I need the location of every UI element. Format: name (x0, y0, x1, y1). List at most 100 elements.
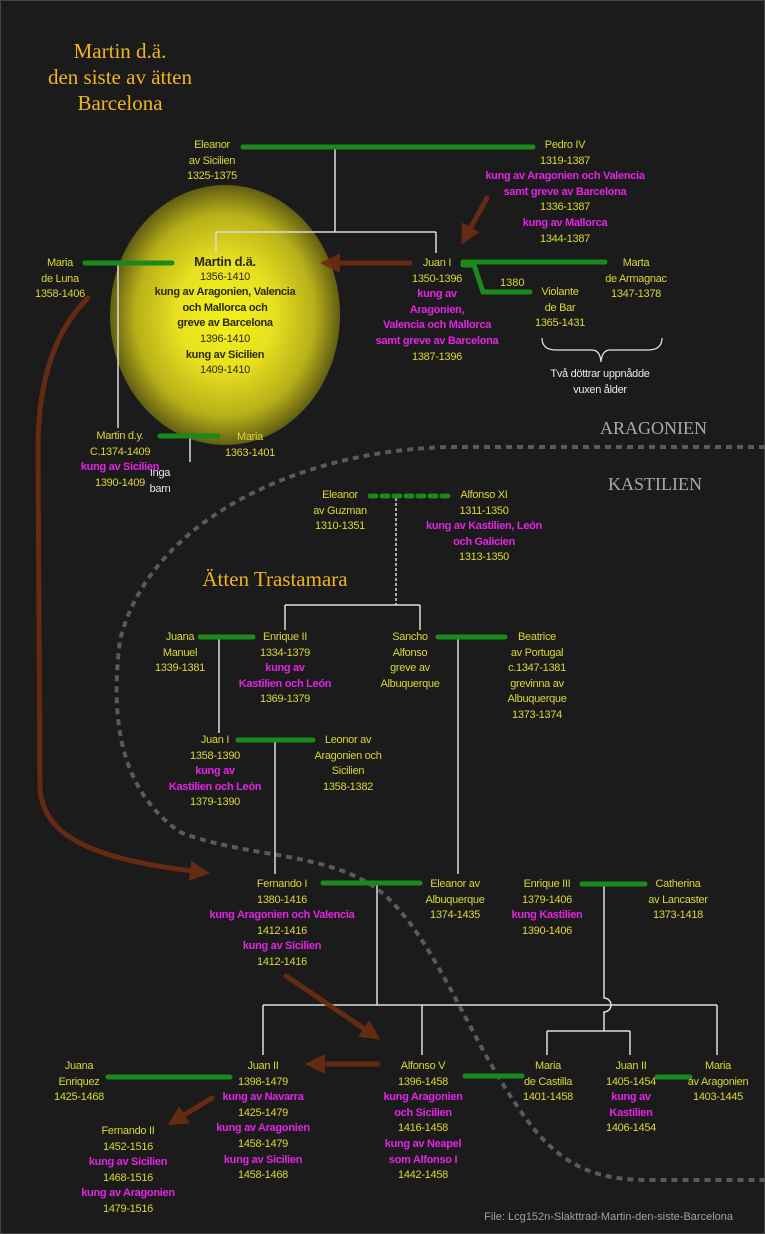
person-detail: 1409-1410 (200, 364, 250, 377)
person-title: kung av (417, 288, 457, 301)
person-name: Pedro IV (544, 139, 586, 151)
person-detail: 1458-1479 (238, 1137, 288, 1150)
person-detail: Manuel (162, 646, 198, 659)
person-detail: 1313-1350 (459, 551, 509, 564)
person-title: och Mallorca och (182, 301, 268, 314)
person-detail: Aragonien och (314, 749, 382, 762)
person-title: samt greve av Barcelona (503, 185, 627, 198)
person-detail: 1403-1445 (693, 1091, 743, 1104)
person-title: Valencia och Mallorca (382, 319, 492, 332)
person-detail: 1442-1458 (398, 1169, 448, 1182)
person-title: Kastilien och León (238, 677, 332, 690)
person-detail: 1334-1379 (260, 646, 310, 659)
person-detail: 1358-1390 (190, 749, 240, 762)
person-detail: 1406-1454 (606, 1122, 656, 1135)
person-marta-armagnac: Marta de Armagnac 1347-1378 (536, 256, 736, 303)
person-title: Aragonien, (409, 303, 465, 316)
person-detail: 1344-1387 (540, 232, 590, 245)
person-detail: 1365-1431 (535, 317, 585, 330)
descent-alfonso-xi-children (284, 604, 421, 630)
person-title: Kastilien (609, 1106, 653, 1119)
person-title: Kastilien och León (168, 780, 262, 793)
person-title: kung Aragonien (383, 1091, 463, 1104)
person-title: kung av Mallorca (522, 216, 608, 229)
person-detail: 1369-1379 (260, 693, 310, 706)
person-name: Martin d.y. (96, 430, 144, 442)
person-detail: 1390-1409 (95, 476, 145, 489)
person-detail: C.1374-1409 (89, 445, 151, 458)
marriage-year-label: 1380 (500, 277, 525, 289)
person-name: Eleanor av (430, 878, 480, 890)
person-detail: 1336-1387 (540, 201, 590, 214)
person-name: Eleanor (194, 139, 230, 151)
person-name: Alfonso V (400, 1060, 446, 1072)
person-detail: de Armagnac (605, 272, 667, 285)
person-title: kung av Navarra (222, 1091, 304, 1104)
person-detail: 1416-1458 (398, 1122, 448, 1135)
person-title: kung av Neapel (384, 1137, 462, 1150)
person-detail: av Aragonien (687, 1075, 749, 1088)
person-detail: 1347-1378 (611, 288, 661, 301)
person-detail: av Guzman (313, 504, 367, 517)
person-detail: 1356-1410 (200, 270, 250, 283)
person-detail: 1319-1387 (540, 154, 590, 167)
person-name: Juan II (615, 1060, 647, 1072)
person-name: Catherina (655, 878, 701, 890)
person-name: Beatrice (518, 631, 556, 643)
person-title: kung Kastilien (511, 909, 583, 922)
person-title: kung av Aragonien, Valencia (154, 286, 296, 299)
person-detail: 1425-1479 (238, 1106, 288, 1119)
person-title: kung av Sicilien (88, 1156, 168, 1169)
person-name: Sancho (392, 631, 428, 643)
person-detail: Enriquez (58, 1075, 100, 1088)
person-detail: de Bar (544, 301, 576, 314)
person-detail: 1311-1350 (459, 504, 509, 517)
person-detail: 1425-1468 (54, 1091, 104, 1104)
person-detail: 1358-1382 (323, 780, 373, 793)
person-detail: Albuquerque (425, 893, 485, 906)
arrow-fernando-alfonso (283, 973, 381, 1040)
person-detail: Albuquerque (507, 693, 567, 706)
person-detail: 1379-1406 (522, 893, 572, 906)
person-detail: 1412-1416 (257, 955, 307, 968)
person-name: Juan I (200, 734, 230, 746)
person-detail: 1363-1401 (225, 446, 275, 459)
person-detail: c.1347-1381 (508, 662, 566, 675)
person-title: kung av (265, 662, 305, 675)
highlight-glow (110, 185, 340, 445)
dynasty-label: Ätten Trastamara (202, 567, 348, 591)
descent-enrique-iii (546, 884, 631, 1055)
person-name: Marta (622, 257, 650, 269)
person-name: Maria (704, 1060, 731, 1072)
person-detail: 1452-1516 (103, 1140, 153, 1153)
arrow-juan-fernando-ii (167, 1095, 215, 1126)
marriage-juan-violante (460, 262, 533, 295)
person-detail: Sicilien (331, 765, 365, 778)
note-line: barn (149, 482, 171, 495)
person-name: Juan I (422, 257, 452, 269)
note-line: Två döttrar uppnådde (550, 368, 650, 380)
daughters-brace (541, 337, 663, 363)
person-name: Eleanor (322, 489, 358, 501)
person-name: Maria (46, 257, 73, 269)
person-name: Fernando I (256, 878, 308, 890)
person-name: Juana (64, 1060, 94, 1072)
person-title: som Alfonso I (388, 1153, 458, 1166)
note-line: Inga (149, 467, 171, 479)
